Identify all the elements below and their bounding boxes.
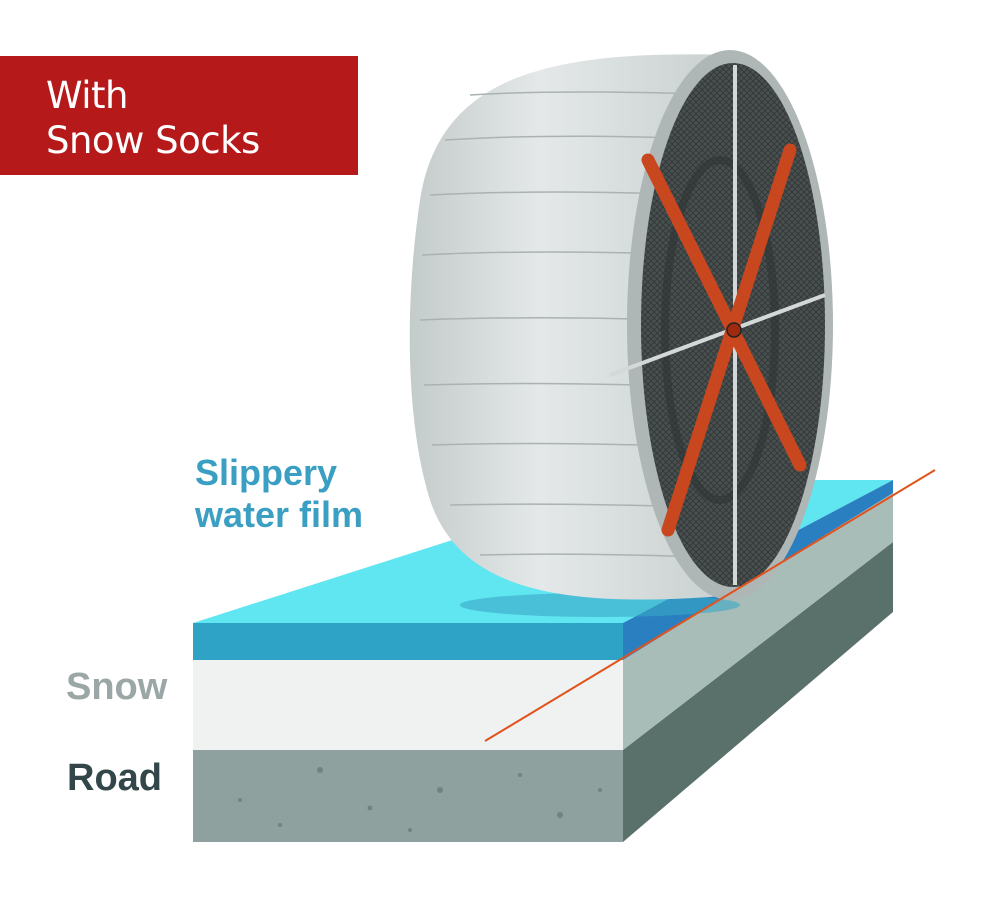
- tire-with-snow-sock: [409, 50, 833, 617]
- snow-front: [193, 660, 623, 750]
- road-side: [623, 542, 893, 842]
- water-front: [193, 623, 623, 660]
- road-front: [193, 750, 623, 842]
- banner-line2: Snow Socks: [46, 119, 260, 162]
- water-label-line2: water film: [195, 494, 364, 535]
- center-badge: [726, 322, 742, 338]
- snow-label: Snow: [66, 666, 168, 708]
- water-label-line1: Slippery: [195, 452, 338, 493]
- road-label: Road: [67, 757, 162, 799]
- contact-line: [484, 469, 936, 742]
- title-banner: With Snow Socks: [0, 56, 358, 175]
- snow-side: [623, 493, 893, 750]
- water-film-label: Slippery water film: [195, 452, 363, 536]
- orange-straps: [641, 143, 807, 537]
- banner-line1: With: [46, 74, 129, 117]
- ground-block: [193, 480, 893, 842]
- road-pebbles: [238, 767, 602, 832]
